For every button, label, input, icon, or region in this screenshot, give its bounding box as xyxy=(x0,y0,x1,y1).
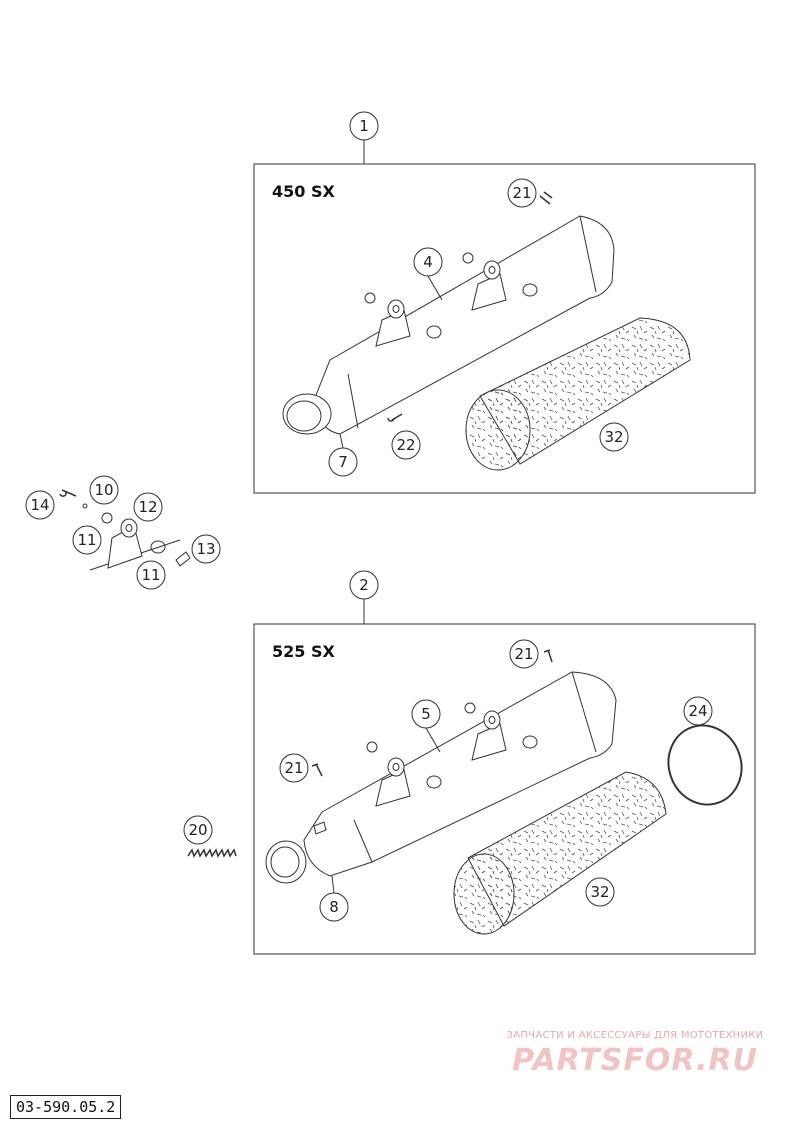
callout-2: 2 xyxy=(349,570,379,600)
screw-21-525sx-left xyxy=(311,763,323,777)
callout-8: 8 xyxy=(319,875,349,922)
svg-text:1: 1 xyxy=(359,117,369,135)
svg-text:13: 13 xyxy=(196,540,215,558)
o-ring-24 xyxy=(667,724,743,806)
model-label-450sx: 450 SX xyxy=(272,182,335,201)
screw-21-450sx xyxy=(539,191,553,205)
silencer-450sx xyxy=(282,215,615,435)
watermark-site: PARTSFOR.RU xyxy=(512,1043,758,1078)
group-450sx: 450 SX xyxy=(253,111,756,494)
svg-text:21: 21 xyxy=(512,184,531,202)
svg-text:5: 5 xyxy=(421,705,431,723)
svg-text:24: 24 xyxy=(688,702,707,720)
svg-text:21: 21 xyxy=(514,645,533,663)
svg-text:4: 4 xyxy=(423,253,433,271)
svg-text:7: 7 xyxy=(338,453,348,471)
svg-text:10: 10 xyxy=(94,481,113,499)
watermark-tagline: ЗАПЧАСТИ И АКСЕССУАРЫ ДЛЯ МОТОТЕХНИКИ xyxy=(506,1030,764,1041)
svg-text:32: 32 xyxy=(604,428,623,446)
callout-14: 14 xyxy=(25,490,55,520)
mount-hardware-group: 14 10 12 11 13 11 xyxy=(25,475,221,590)
svg-text:14: 14 xyxy=(30,496,49,514)
callout-24: 24 xyxy=(683,696,713,726)
callout-21-a: 21 xyxy=(507,178,537,208)
svg-text:8: 8 xyxy=(329,898,339,916)
callout-32-a: 32 xyxy=(599,422,629,452)
svg-text:12: 12 xyxy=(138,498,157,516)
callout-20: 20 xyxy=(183,815,213,845)
callout-21-b: 21 xyxy=(509,639,539,669)
callout-11-a: 11 xyxy=(72,525,102,555)
callout-1: 1 xyxy=(349,111,379,141)
packing-32-525sx xyxy=(453,771,667,935)
spring-20 xyxy=(187,848,237,858)
svg-text:20: 20 xyxy=(188,821,207,839)
silencer-525sx xyxy=(265,671,617,884)
svg-text:11: 11 xyxy=(77,531,96,549)
packing-32-450sx xyxy=(465,317,691,471)
callout-12: 12 xyxy=(133,492,163,522)
svg-text:11: 11 xyxy=(141,566,160,584)
group-450sx-frame xyxy=(253,163,756,494)
group-525sx: 525 SX xyxy=(183,570,756,955)
svg-text:32: 32 xyxy=(590,883,609,901)
callout-21-c: 21 xyxy=(279,753,309,783)
callout-7: 7 xyxy=(328,433,358,477)
svg-text:22: 22 xyxy=(396,436,415,454)
screw-21-525sx-top xyxy=(543,649,553,663)
callout-11-b: 11 xyxy=(136,560,166,590)
callout-13: 13 xyxy=(191,534,221,564)
watermark: ЗАПЧАСТИ И АКСЕССУАРЫ ДЛЯ МОТОТЕХНИКИ PA… xyxy=(470,1030,800,1078)
model-label-525sx: 525 SX xyxy=(272,642,335,661)
group-525sx-frame xyxy=(253,623,756,955)
callout-10: 10 xyxy=(89,475,119,505)
screw-22-450sx xyxy=(387,413,403,422)
svg-text:2: 2 xyxy=(359,576,369,594)
svg-text:21: 21 xyxy=(284,759,303,777)
document-reference: 03-590.05.2 xyxy=(10,1095,122,1119)
callout-32-b: 32 xyxy=(585,877,615,907)
callout-4: 4 xyxy=(413,247,443,301)
callout-22: 22 xyxy=(391,430,421,460)
callout-5: 5 xyxy=(411,699,441,753)
